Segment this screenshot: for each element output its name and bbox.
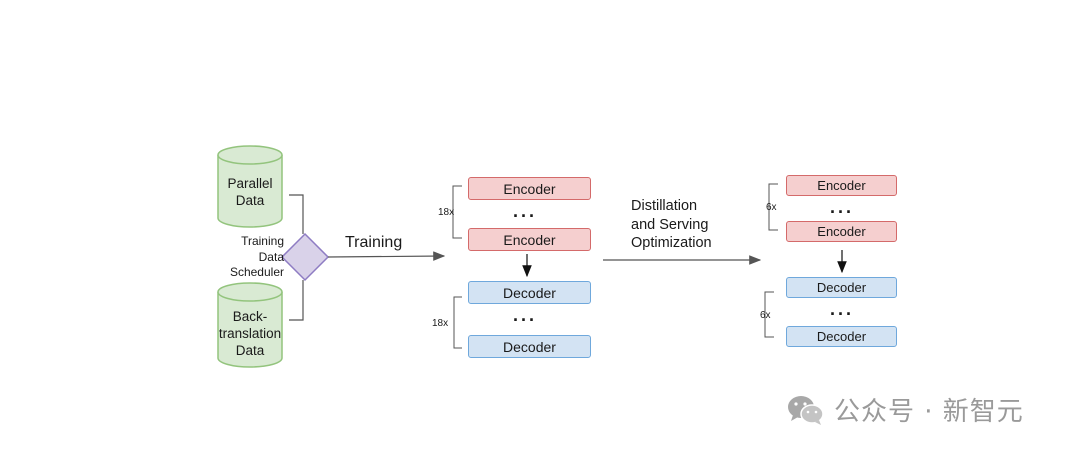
- back-translation-connector: [289, 280, 304, 321]
- student-encoder-repeat: 6x: [766, 202, 777, 213]
- watermark: 公众号 · 新智元: [786, 391, 1024, 428]
- scheduler-line-2: Data: [258, 249, 284, 264]
- scheduler-line-1: Training: [241, 234, 284, 248]
- teacher-encoder-bracket: [452, 185, 462, 239]
- back-translation-line-2: translation: [218, 326, 282, 341]
- teacher-decoder-bottom: Decoder: [468, 335, 591, 358]
- student-decoder-bracket: [764, 291, 774, 338]
- training-arrow: [327, 251, 446, 261]
- teacher-decoder-top: Decoder: [468, 281, 591, 304]
- parallel-data-label: Parallel Data: [218, 175, 282, 209]
- scheduler-diamond: [280, 232, 330, 282]
- teacher-encoder-top: Encoder: [468, 177, 591, 200]
- distillation-line-2: and Serving: [631, 216, 709, 233]
- parallel-data-cylinder: [217, 145, 283, 228]
- scheduler-label: Training Data Scheduler: [214, 234, 284, 281]
- distillation-line-1: Distillation: [631, 198, 698, 214]
- back-translation-line-3: Data: [235, 343, 265, 358]
- back-translation-line-1: Back-: [232, 309, 268, 324]
- student-encoder-bracket: [768, 183, 778, 231]
- teacher-encoder-ellipsis: ...: [512, 201, 537, 221]
- back-translation-data-label: Back- translation Data: [210, 308, 290, 359]
- teacher-decoder-repeat: 18x: [432, 318, 449, 329]
- student-decoder-bottom: Decoder: [786, 326, 897, 347]
- student-encoder-ellipsis: ...: [829, 197, 854, 217]
- wechat-icon: [788, 395, 824, 425]
- teacher-decoder-ellipsis: ...: [512, 305, 537, 325]
- parallel-data-line-1: Parallel: [227, 176, 273, 191]
- teacher-encoder-repeat: 18x: [438, 207, 455, 218]
- training-label: Training: [345, 234, 403, 251]
- parallel-connector: [289, 194, 304, 234]
- watermark-text: 公众号 · 新智元: [834, 397, 1024, 427]
- back-translation-data-cylinder: [217, 282, 283, 368]
- student-decoder-ellipsis: ...: [829, 299, 854, 319]
- distillation-label: Distillation and Serving Optimization: [631, 197, 712, 253]
- teacher-encoder-bottom: Encoder: [468, 228, 591, 251]
- scheduler-line-3: Scheduler: [229, 265, 284, 279]
- student-decoder-repeat: 6x: [760, 310, 771, 321]
- parallel-data-line-2: Data: [235, 193, 265, 208]
- student-encoder-bottom: Encoder: [786, 221, 897, 242]
- student-encoder-top: Encoder: [786, 175, 897, 196]
- teacher-decoder-bracket: [453, 296, 462, 349]
- student-decoder-top: Decoder: [786, 277, 897, 298]
- distillation-line-3: Optimization: [631, 235, 712, 251]
